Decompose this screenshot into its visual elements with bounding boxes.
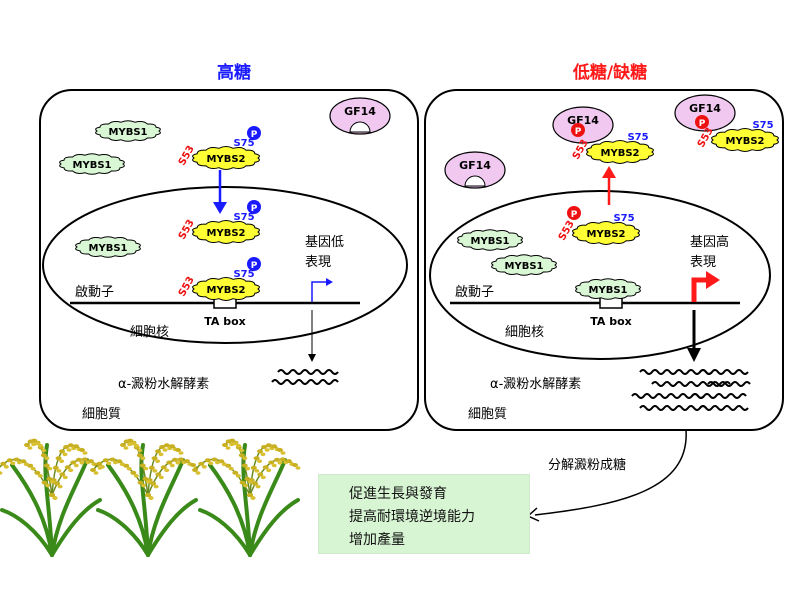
left-promoter-label: 啟動子 [75, 285, 114, 300]
right-mybs1-a: MYBS1 [457, 229, 523, 251]
svg-text:GF14: GF14 [459, 159, 491, 172]
right-mrna-waves [631, 369, 751, 411]
svg-text:MYBS1: MYBS1 [89, 243, 128, 254]
left-ta-box-label: TA box [204, 315, 246, 328]
left-mybs1-nucleus: MYBS1 [75, 236, 141, 258]
svg-text:P: P [699, 119, 706, 129]
s75-label: S75 [233, 138, 254, 149]
svg-text:P: P [251, 204, 258, 214]
right-high-expression-1: 基因高 [690, 234, 729, 250]
svg-text:MYBS1: MYBS1 [505, 261, 544, 272]
svg-text:MYBS2: MYBS2 [207, 285, 246, 296]
s75-label: S75 [233, 212, 254, 223]
svg-text:P: P [251, 261, 258, 271]
svg-text:MYBS2: MYBS2 [207, 228, 246, 239]
svg-text:MYBS2: MYBS2 [587, 229, 626, 240]
benefits-box: 促進生長與發育 提高耐環境逆境能力 增加產量 [318, 474, 530, 554]
degrade-label: 分解澱粉成糖 [548, 457, 626, 473]
right-cytoplasm-label: 細胞質 [468, 407, 507, 422]
right-nucleus [429, 190, 771, 360]
left-cytoplasm-label: 細胞質 [82, 407, 121, 422]
right-cell: TA box 啟動子 細胞核 細胞質 α-澱粉水解酵素 基因高 表現 [424, 89, 784, 431]
s75-label: S75 [233, 269, 254, 280]
phospho-p-red: P [571, 123, 585, 137]
rice-plant-2 [90, 438, 199, 557]
left-cell: TA box 啟動子 細胞核 細胞質 α-澱粉水解酵素 基因低 表現 GF14 [39, 89, 419, 431]
svg-text:P: P [251, 130, 258, 140]
svg-text:MYBS2: MYBS2 [207, 154, 246, 165]
right-gf14-free: GF14 [444, 151, 506, 189]
benefit-growth: 促進生長與發育 [349, 486, 447, 502]
svg-text:MYBS1: MYBS1 [589, 285, 628, 296]
svg-text:MYBS1: MYBS1 [471, 236, 510, 247]
right-nucleus-label: 細胞核 [505, 325, 544, 340]
left-transcription-arrowhead [326, 278, 333, 286]
left-import-arrowhead [213, 202, 227, 214]
svg-text:MYBS1: MYBS1 [73, 160, 112, 171]
s75-label: S75 [613, 213, 634, 224]
svg-text:MYBS2: MYBS2 [601, 148, 640, 159]
right-gf14-bound-1: GF14 [552, 106, 614, 144]
right-transcription-start-arrow [691, 277, 708, 302]
left-mrna-wave-1 [277, 369, 339, 375]
phospho-p-blue: P [247, 126, 261, 140]
left-mrna-wave-2 [271, 379, 339, 385]
svg-text:P: P [575, 127, 582, 137]
right-gf14-bound-2: GF14 [674, 94, 736, 132]
left-amylase-label: α-澱粉水解酵素 [118, 377, 209, 392]
phospho-p-blue: P [247, 257, 261, 271]
s75-label: S75 [752, 120, 773, 131]
right-amylase-label: α-澱粉水解酵素 [490, 377, 581, 392]
right-mrna-arrowhead [687, 348, 701, 362]
high-sugar-title: 高糖 [217, 62, 251, 83]
benefit-yield: 增加產量 [349, 532, 405, 548]
phospho-p-blue: P [247, 200, 261, 214]
right-export-arrowhead [602, 166, 616, 178]
left-low-expression-2: 表現 [305, 255, 331, 270]
svg-text:MYBS1: MYBS1 [109, 127, 148, 138]
svg-text:GF14: GF14 [689, 102, 721, 115]
phospho-p-red: P [567, 206, 581, 220]
rice-plant-3 [192, 438, 301, 557]
right-high-expression-2: 表現 [690, 255, 716, 270]
svg-text:MYBS2: MYBS2 [726, 136, 765, 147]
right-ta-box-label: TA box [590, 315, 632, 328]
degrade-curve-arrow [534, 429, 687, 516]
svg-text:GF14: GF14 [344, 105, 376, 118]
left-nucleus-label: 細胞核 [130, 325, 169, 340]
svg-text:GF14: GF14 [567, 114, 599, 127]
right-mybs1-b: MYBS1 [491, 254, 557, 276]
svg-text:P: P [571, 210, 578, 220]
right-mybs1-promoter: MYBS1 [575, 278, 641, 300]
left-mybs1-a: MYBS1 [95, 120, 161, 142]
rice-plant-1 [0, 438, 103, 557]
low-sugar-title: 低糖/缺糖 [572, 62, 647, 83]
left-gf14: GF14 [329, 97, 391, 135]
s75-label: S75 [627, 132, 648, 143]
phospho-p-red: P [695, 115, 709, 129]
right-promoter-label: 啟動子 [455, 285, 494, 300]
left-transcription-start-arrow [311, 281, 326, 302]
left-low-expression-1: 基因低 [305, 235, 344, 250]
right-transcription-arrowhead [706, 271, 720, 289]
left-mybs1-b: MYBS1 [59, 153, 125, 175]
benefit-stress-tolerance: 提高耐環境逆境能力 [349, 509, 475, 525]
